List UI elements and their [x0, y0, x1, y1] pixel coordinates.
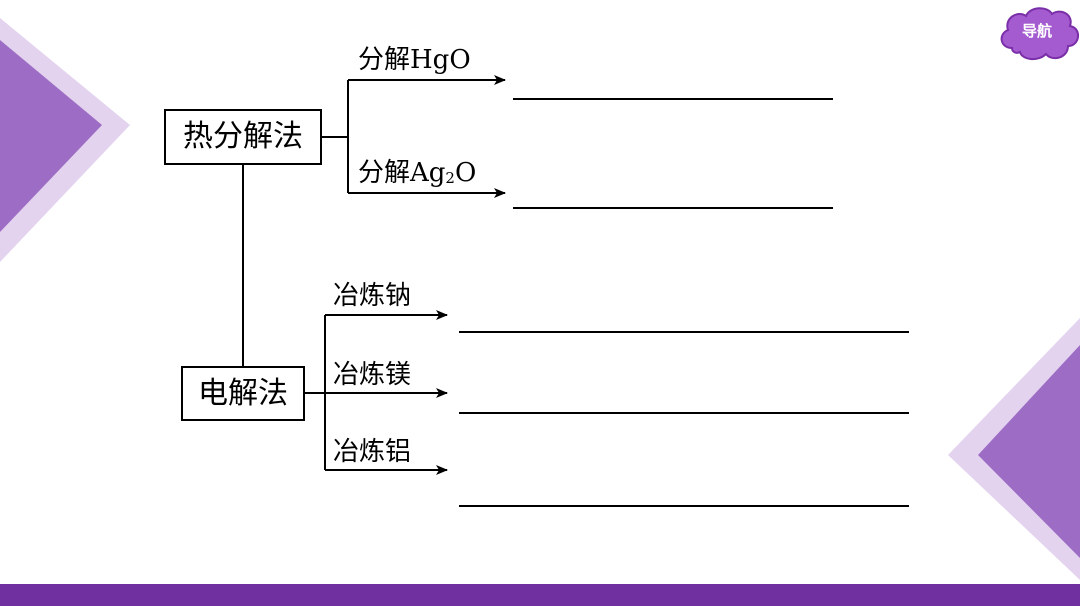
branch-label-magnesium: 冶炼镁: [333, 360, 412, 390]
answer-blank-sodium[interactable]: [459, 331, 909, 333]
electrolysis-title: 电解法: [198, 375, 288, 411]
thermal-decomposition-box: 热分解法: [164, 109, 322, 165]
answer-blank-magnesium[interactable]: [459, 412, 909, 414]
thermal-decomposition-title: 热分解法: [183, 119, 303, 154]
answer-blank-ag2o[interactable]: [513, 207, 833, 209]
branch-label-hgo: 分解HgO: [358, 47, 471, 73]
nav-button[interactable]: 导航: [998, 4, 1080, 60]
cloud-icon: [1000, 7, 1079, 60]
branch-label-ag2o-end: O: [454, 158, 477, 188]
branch-label-hgo-text: 分解HgO: [358, 45, 471, 75]
branch-label-sodium: 冶炼钠: [333, 281, 412, 311]
branch-label-ag2o-subscript: 2: [445, 169, 455, 187]
bottom-accent-bar: [0, 584, 1080, 606]
cloud-shape: [1000, 7, 1079, 60]
branch-label-ag2o: 分解Ag2O: [358, 160, 476, 186]
electrolysis-box: 电解法: [181, 366, 305, 421]
branch-label-aluminum: 冶炼铝: [333, 437, 412, 467]
left-triangle: [0, 40, 102, 232]
connector-lines: [242, 75, 506, 475]
nav-label: 导航: [1021, 22, 1052, 40]
answer-blank-hgo[interactable]: [513, 98, 833, 100]
right-triangle: [978, 345, 1080, 558]
branch-label-ag2o-main: 分解Ag: [358, 158, 446, 188]
answer-blank-aluminum[interactable]: [459, 505, 909, 507]
